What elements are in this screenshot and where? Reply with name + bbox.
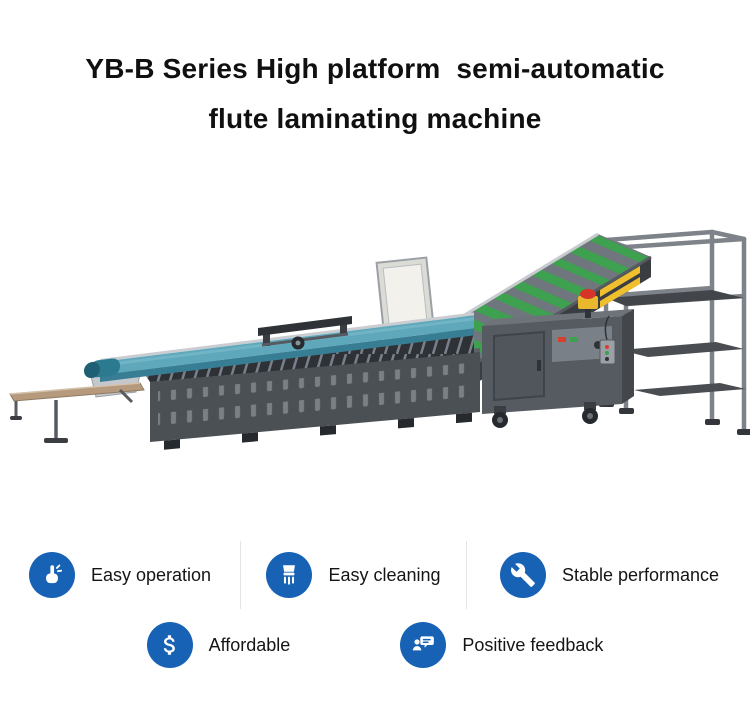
roller-bank <box>146 335 474 382</box>
feature-label: Easy operation <box>90 564 212 585</box>
stand-step-lower <box>634 383 746 396</box>
feature-badges: Easy operation <box>0 541 750 679</box>
title-line-1: YB-B Series High platform semi-automatic <box>85 53 665 84</box>
stand-feet <box>599 401 750 435</box>
hand-tap-icon <box>28 552 75 598</box>
feature-label: Easy cleaning <box>328 564 441 585</box>
feature-column: Easy cleaning <box>240 541 466 609</box>
feature-stable-performance: Stable performance <box>499 552 720 598</box>
feedback-chat-icon <box>400 622 447 668</box>
deck-yellow-bar <box>600 277 640 308</box>
title-line-2: flute laminating machine <box>208 103 542 134</box>
page-title: YB-B Series High platform semi-automatic… <box>0 0 750 144</box>
deck-yellow-bar <box>600 266 640 297</box>
feature-affordable: Affordable <box>146 622 291 668</box>
brush-icon <box>266 552 313 598</box>
stand-step-upper <box>620 342 744 357</box>
machine-illustration <box>0 144 750 484</box>
hold-down-bridge <box>258 316 352 350</box>
feature-label: Positive feedback <box>462 634 604 655</box>
feature-easy-operation: Easy operation <box>28 552 212 598</box>
feature-label: Stable performance <box>561 564 720 585</box>
outfeed-table <box>9 382 145 443</box>
feature-easy-cleaning: Easy cleaning <box>266 552 441 598</box>
feature-column: Easy operation <box>0 541 240 609</box>
dollar-coin-icon <box>146 622 193 668</box>
feature-column: Stable performance <box>466 541 750 609</box>
emergency-stop-button <box>578 289 598 318</box>
glue-unit-cabinet <box>482 289 634 428</box>
flute-laminating-machine <box>9 229 750 450</box>
stand-table-top <box>606 290 744 306</box>
feature-row-2: Affordable Positive feedback <box>0 611 750 679</box>
pendant-control <box>599 315 616 365</box>
wrench-icon <box>499 552 546 598</box>
feature-positive-feedback: Positive feedback <box>400 622 603 668</box>
feature-row-1: Easy operation <box>0 541 750 609</box>
feature-label: Affordable <box>208 634 291 655</box>
